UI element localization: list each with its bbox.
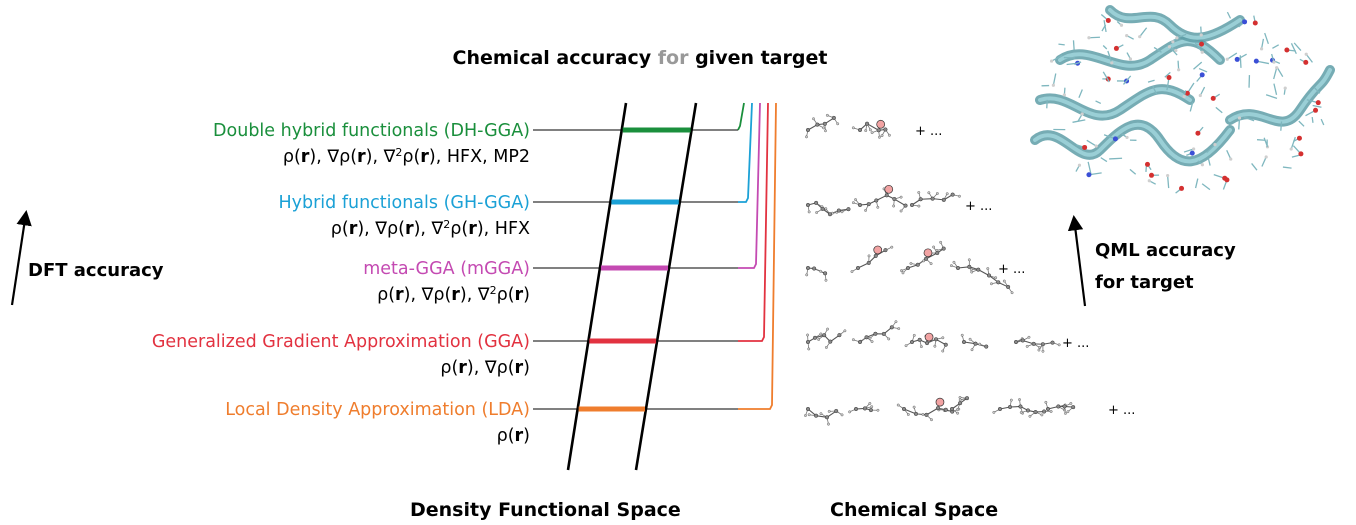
molecule-row-4-item-5 — [1044, 400, 1076, 415]
rung-2-ingredient-seg-0: ρ( — [377, 285, 395, 305]
ladder-right-rail — [634, 102, 698, 471]
molecule-row-3-more: + ... — [1062, 336, 1089, 351]
footer-density-functional-space: Density Functional Space — [410, 499, 681, 521]
rung-1-ingredient-seg-0: ρ( — [331, 219, 349, 239]
rung-4-ingredients: ρ(r) — [497, 426, 530, 446]
rung-1-ingredient-seg-3: r — [405, 219, 414, 239]
rung-2-ingredients: ρ(r), ∇ρ(r), ∇2ρ(r) — [377, 284, 530, 306]
rung-0-ingredients: ρ(r), ∇ρ(r), ∇2ρ(r), HFX, MP2 — [283, 146, 530, 168]
rung-4-ingredient-seg-1: r — [515, 426, 524, 446]
rung-3-ingredients: ρ(r), ∇ρ(r) — [440, 358, 530, 378]
molecule-row-2-item-2 — [900, 240, 946, 275]
rung-1-ingredient-seg-8: ), HFX — [477, 219, 530, 239]
rung-2-ingredient-seg-8: ) — [523, 285, 530, 305]
rung-0-ingredient-seg-6: ρ( — [402, 147, 420, 167]
rung-0-connector — [737, 102, 745, 131]
dft-accuracy-label: DFT accuracy — [28, 260, 164, 281]
molecule-row-3-item-4 — [1013, 335, 1061, 353]
molecule-row-4-item-3 — [949, 396, 970, 415]
rung-1-ingredient-seg-5: 2 — [443, 218, 450, 231]
molecule-row-4-more: + ... — [1108, 403, 1135, 418]
rung-2-name-label: meta-GGA (mGGA) — [363, 259, 530, 279]
header-part-2: for — [658, 47, 689, 69]
rung-1-ingredients: ρ(r), ∇ρ(r), ∇2ρ(r), HFX — [331, 218, 530, 240]
dft-accuracy-arrow — [10, 209, 32, 306]
rung-2-ingredient-seg-7: r — [515, 285, 524, 305]
footer-chemical-space: Chemical Space — [830, 499, 998, 521]
rung-4-ingredient-seg-2: ) — [523, 426, 530, 446]
molecule-row-2-more: + ... — [998, 262, 1025, 277]
rung-0-ingredient-seg-3: r — [357, 147, 366, 167]
qml-accuracy-label-1: QML accuracy — [1095, 240, 1236, 261]
rung-0-ingredient-seg-4: ), ∇ — [366, 147, 396, 167]
rung-0-ingredient-seg-5: 2 — [395, 146, 402, 159]
rung-0-ingredient-seg-0: ρ( — [283, 147, 301, 167]
molecule-row-2-item-0 — [805, 265, 828, 282]
header-part-3: given target — [695, 47, 827, 69]
molecule-row-0-item-1 — [851, 119, 891, 139]
rung-0-ingredient-seg-1: r — [301, 147, 310, 167]
molecule-row-0-item-0 — [805, 113, 840, 139]
molecule-row-3-item-3 — [960, 333, 989, 352]
protein-ribbon-2 — [1105, 5, 1245, 43]
rung-0-ingredient-seg-8: ), HFX, MP2 — [429, 147, 530, 167]
protein-structure-image — [1030, 5, 1335, 194]
rung-3-ingredient-seg-0: ρ( — [440, 358, 458, 378]
qml-accuracy-label-2: for target — [1095, 272, 1194, 293]
ladder-left-rail — [566, 102, 628, 471]
rung-2-ingredient-seg-6: ρ( — [497, 285, 515, 305]
rung-3-name-label: Generalized Gradient Approximation (GGA) — [152, 332, 530, 352]
rung-0-ingredient-seg-2: ), ∇ρ( — [309, 147, 357, 167]
rung-2-ingredient-seg-5: 2 — [490, 284, 497, 297]
molecule-row-1-more: + ... — [965, 199, 992, 214]
rung-3-ingredient-seg-4: ) — [523, 358, 530, 378]
molecule-row-4-item-1 — [848, 401, 880, 414]
rung-3-ingredient-seg-1: r — [458, 358, 467, 378]
rung-2-ingredient-seg-3: r — [451, 285, 460, 305]
rung-4-ingredient-seg-0: ρ( — [497, 426, 515, 446]
rung-3-ingredient-seg-3: r — [515, 358, 524, 378]
rung-1-name-label: Hybrid functionals (GH-GGA) — [278, 193, 530, 213]
rung-1-ingredient-seg-6: ρ( — [450, 219, 468, 239]
rung-2-ingredient-seg-4: ), ∇ — [460, 285, 490, 305]
molecule-row-4-item-4 — [992, 398, 1053, 418]
molecule-row-3-item-2 — [904, 332, 948, 353]
rung-4-name-label: Local Density Approximation (LDA) — [225, 400, 530, 420]
rung-0-name-label: Double hybrid functionals (DH-GGA) — [213, 121, 530, 141]
molecule-row-1-item-1 — [851, 184, 908, 213]
molecule-row-1-item-2 — [909, 191, 961, 208]
rung-3-connector — [738, 102, 769, 342]
rung-2-ingredient-seg-2: ), ∇ρ( — [404, 285, 452, 305]
rung-2-connector — [738, 102, 761, 269]
molecule-row-1-item-0 — [805, 200, 851, 217]
rung-2-ingredient-seg-1: r — [395, 285, 404, 305]
rung-0-ingredient-seg-7: r — [420, 147, 429, 167]
molecule-row-4-item-2 — [896, 397, 961, 422]
molecule-row-2-item-1 — [850, 245, 894, 274]
header-part-1: Chemical accuracy — [453, 47, 652, 69]
rung-1-ingredient-seg-1: r — [349, 219, 358, 239]
rung-1-ingredient-seg-7: r — [468, 219, 477, 239]
rung-3-ingredient-seg-2: ), ∇ρ( — [467, 358, 515, 378]
molecule-row-3-item-1 — [851, 320, 901, 345]
molecule-row-4-item-0 — [804, 406, 844, 426]
rung-4-connector — [738, 102, 777, 410]
rungs-layer: Double hybrid functionals (DH-GGA)ρ(r), … — [152, 102, 777, 446]
molecule-row-2-item-3 — [949, 258, 1014, 295]
header-title: Chemical accuracy for given target — [453, 47, 828, 69]
molecule-row-3-item-0 — [805, 327, 847, 351]
rung-1-ingredient-seg-2: ), ∇ρ( — [357, 219, 405, 239]
qml-accuracy-arrow — [1067, 214, 1087, 307]
rung-1-connector — [738, 102, 753, 203]
rung-1-ingredient-seg-4: ), ∇ — [414, 219, 444, 239]
molecule-row-0-more: + ... — [915, 124, 942, 139]
molecules-layer: + ... + ... + ... + ... + ... — [804, 113, 1135, 426]
